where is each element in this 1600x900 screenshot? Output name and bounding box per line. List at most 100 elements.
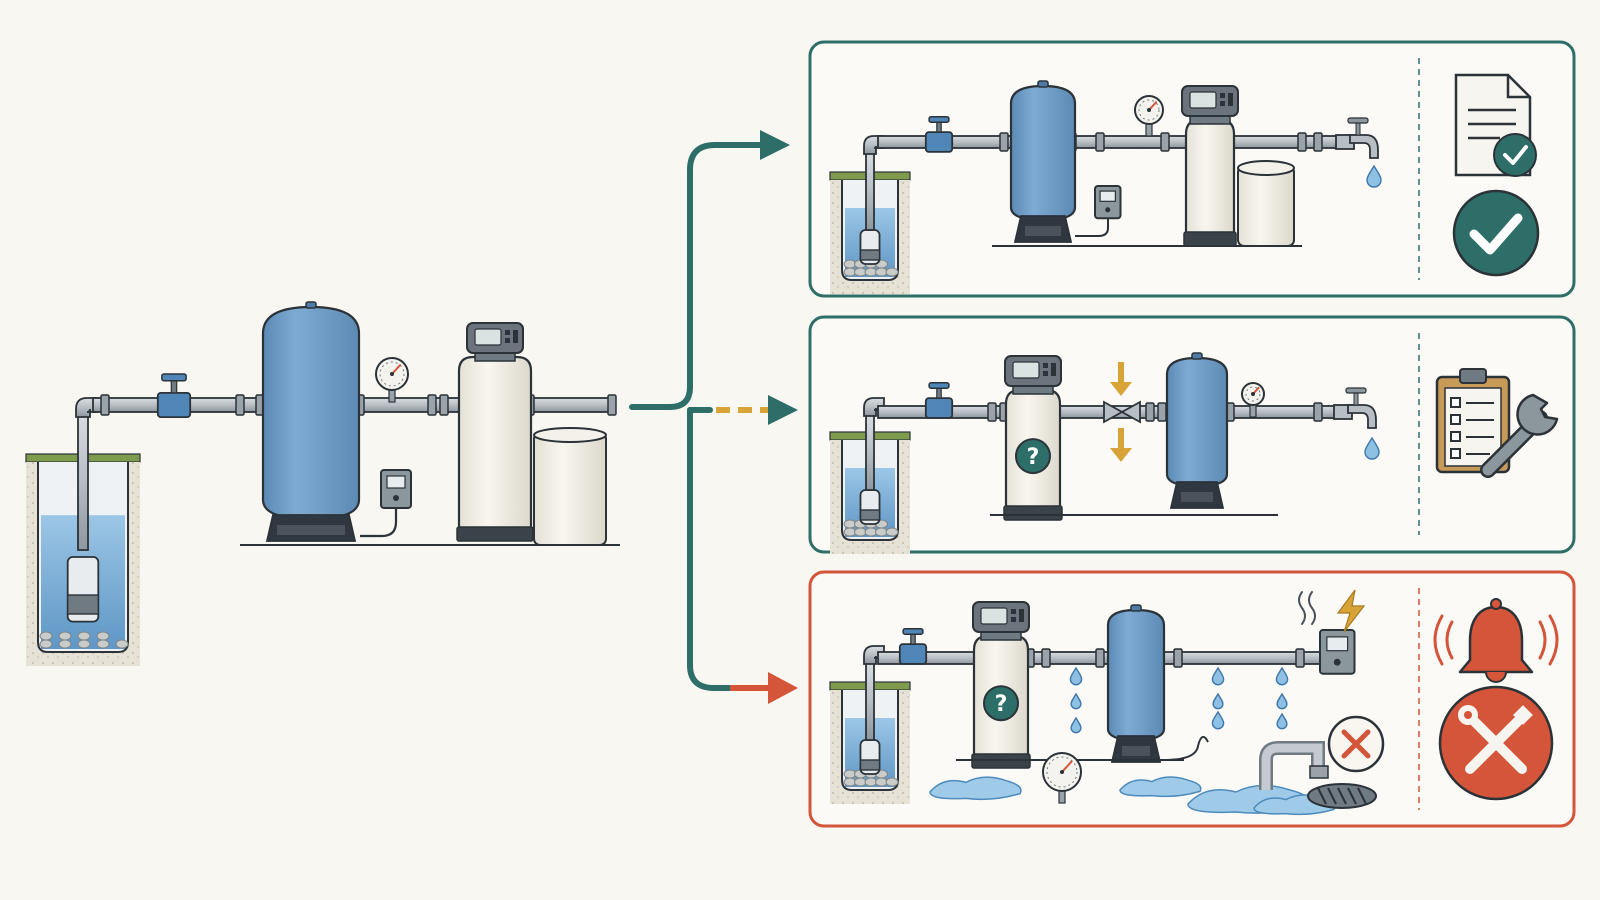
pressure-switch-box bbox=[380, 469, 412, 509]
leak-drop bbox=[1070, 692, 1082, 710]
arrow-head-inspect bbox=[768, 395, 798, 425]
pipe-coupling bbox=[1160, 132, 1170, 152]
svg-text:?: ? bbox=[1027, 445, 1040, 470]
svg-text:?: ? bbox=[995, 692, 1008, 717]
restriction-valve bbox=[1103, 400, 1141, 424]
gravel-stone bbox=[115, 639, 129, 649]
leak-drop bbox=[1276, 692, 1288, 710]
gravel-stone bbox=[39, 639, 53, 649]
gravel-stone bbox=[39, 631, 53, 641]
leak-drop bbox=[1211, 710, 1225, 730]
pressure-drop-arrow-down bbox=[1110, 362, 1132, 396]
water-drop bbox=[1364, 436, 1380, 460]
water-puddle bbox=[929, 776, 1022, 801]
alarm-bell-icon bbox=[1433, 598, 1559, 683]
clipboard-checklist-icon bbox=[1435, 368, 1511, 474]
pipe-coupling bbox=[1295, 648, 1305, 668]
arrow-to-ok-panel bbox=[629, 142, 773, 410]
shutoff-valve bbox=[898, 627, 928, 665]
overheat-waves-icon bbox=[1298, 591, 1316, 625]
pipe-coupling bbox=[987, 402, 997, 422]
tools-cross-icon bbox=[1438, 685, 1554, 801]
drop-pipe bbox=[77, 409, 89, 551]
pressure-gauge-icon bbox=[375, 357, 409, 403]
document-check-icon bbox=[1454, 73, 1537, 177]
unknown-status-badge: ? bbox=[983, 685, 1019, 722]
drop-pipe bbox=[865, 661, 875, 741]
pipe-coupling bbox=[999, 132, 1009, 152]
pipe-coupling bbox=[1041, 648, 1051, 668]
water-drop bbox=[1366, 164, 1382, 188]
unknown-status-badge: ? bbox=[1015, 438, 1051, 475]
leak-drop bbox=[1211, 666, 1225, 686]
shutoff-valve bbox=[924, 381, 954, 419]
faucet-icon bbox=[1335, 117, 1379, 159]
panel-failure-content: ? bbox=[829, 589, 1385, 816]
pipe-coupling bbox=[1313, 402, 1323, 422]
drain-pipe bbox=[1259, 741, 1329, 790]
pressure-gauge-icon bbox=[1042, 752, 1082, 804]
main-system bbox=[25, 301, 620, 666]
water-softener bbox=[1181, 85, 1239, 247]
water-softener: ? bbox=[1003, 355, 1063, 521]
gravel-stone bbox=[96, 639, 110, 649]
gravel-stone bbox=[885, 267, 899, 277]
pipe-coupling bbox=[607, 394, 617, 416]
gravel-stone bbox=[77, 639, 91, 649]
gravel-stone bbox=[96, 631, 110, 641]
pipe-coupling bbox=[1145, 402, 1155, 422]
pipe-coupling bbox=[235, 394, 245, 416]
pipe-coupling bbox=[1313, 132, 1323, 152]
brine-tank bbox=[1237, 160, 1295, 247]
gravel-stone bbox=[58, 631, 72, 641]
switch-wire bbox=[1163, 735, 1209, 761]
check-circle-icon bbox=[1452, 189, 1540, 277]
pressure-gauge-icon bbox=[1241, 382, 1265, 418]
panel-inspect-content: ? bbox=[829, 352, 1380, 554]
faucet-icon bbox=[1333, 387, 1377, 429]
routing-arrows bbox=[629, 130, 798, 704]
gravel-stone bbox=[58, 639, 72, 649]
pipe-coupling bbox=[1297, 132, 1307, 152]
error-x-icon bbox=[1327, 715, 1385, 773]
pipe-coupling bbox=[1095, 648, 1105, 668]
water-softener bbox=[456, 322, 534, 542]
shutoff-valve bbox=[924, 115, 954, 153]
water-softener: ? bbox=[971, 601, 1031, 769]
pressure-tank-ok bbox=[1009, 80, 1077, 243]
pipe-coupling bbox=[427, 394, 437, 416]
leak-drop bbox=[1212, 692, 1224, 710]
floor-drain bbox=[1307, 783, 1377, 809]
leak-drop bbox=[1070, 716, 1082, 734]
pipe-coupling bbox=[1095, 132, 1105, 152]
arrow-head-ok bbox=[760, 130, 790, 160]
arrow-head-failure bbox=[768, 672, 798, 704]
pipe-coupling bbox=[439, 394, 449, 416]
pressure-switch-box bbox=[1094, 185, 1122, 220]
leak-drop bbox=[1069, 666, 1083, 686]
wrench-icon bbox=[1480, 393, 1559, 478]
leak-drop bbox=[1275, 666, 1289, 686]
switch-wire bbox=[360, 508, 398, 538]
gravel-stone bbox=[885, 777, 899, 787]
pipe-coupling bbox=[1157, 402, 1167, 422]
leak-drop bbox=[1276, 712, 1288, 730]
pressure-gauge-icon bbox=[1134, 95, 1164, 137]
electric-bolt-icon bbox=[1336, 589, 1366, 633]
gravel-stone bbox=[77, 631, 91, 641]
panel-ok-content bbox=[829, 80, 1382, 294]
well-casing bbox=[25, 453, 141, 666]
pressure-tank-inspect bbox=[1165, 352, 1229, 509]
water-puddle bbox=[1119, 776, 1202, 798]
pressure-drop-arrow-down bbox=[1110, 428, 1132, 462]
gravel-stone bbox=[885, 527, 899, 537]
arrow-to-failure-panel bbox=[687, 407, 733, 691]
pressure-tank-failure bbox=[1106, 604, 1166, 763]
brine-tank bbox=[533, 427, 607, 546]
shutoff-valve bbox=[156, 373, 192, 419]
pressure-switch-box bbox=[1319, 629, 1356, 675]
drop-pipe bbox=[865, 413, 875, 491]
pipe-coupling bbox=[100, 394, 110, 416]
